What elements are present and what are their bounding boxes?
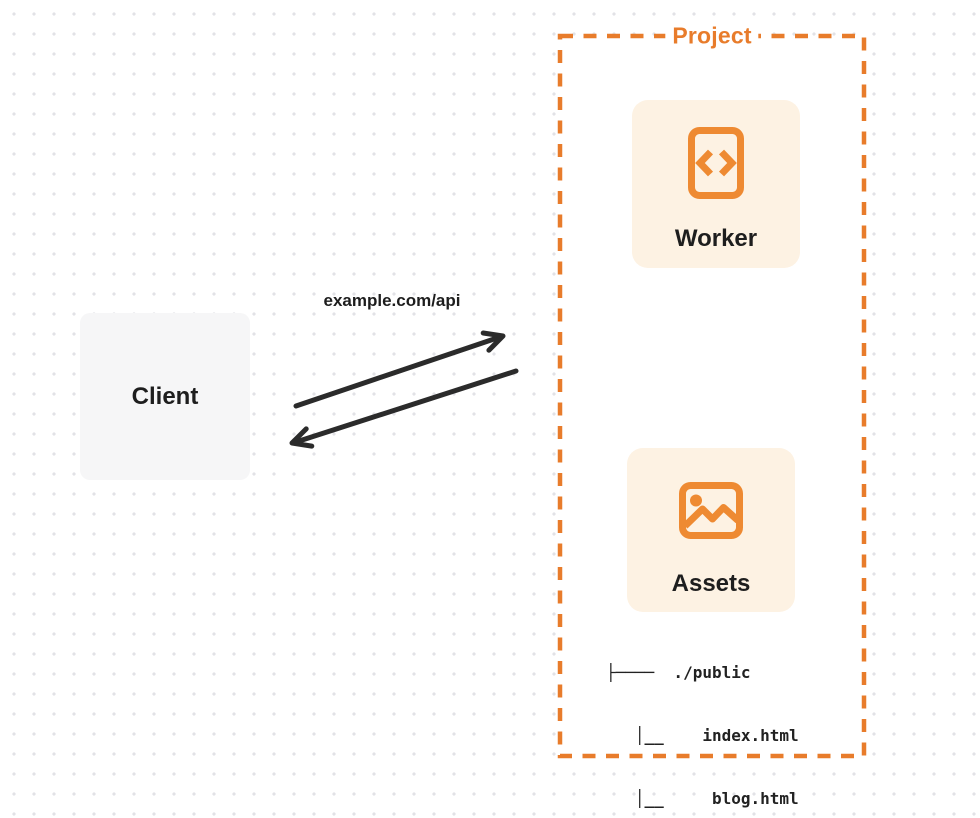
request-arrow-head [480, 330, 506, 353]
client-node: Client [80, 313, 250, 480]
request-arrow-line [293, 334, 503, 409]
file-tree: ├──── ./public │__ index.html │__ blog.h… [606, 620, 799, 818]
code-file-icon [688, 127, 744, 204]
file-tree-row-blog: │__ blog.html [606, 789, 799, 808]
response-arrow-line [293, 368, 519, 445]
assets-label: Assets [671, 570, 751, 597]
client-label: Client [131, 382, 199, 410]
request-url-label: example.com/api [323, 291, 461, 310]
worker-node: Worker [632, 100, 800, 268]
image-icon [679, 482, 743, 544]
assets-node: Assets [627, 448, 795, 612]
file-tree-row-index: │__ index.html [606, 726, 799, 745]
response-arrow-head [289, 426, 315, 449]
project-group-label: Project [665, 21, 759, 51]
file-tree-row-public: ├──── ./public [606, 663, 751, 682]
worker-label: Worker [674, 225, 758, 252]
